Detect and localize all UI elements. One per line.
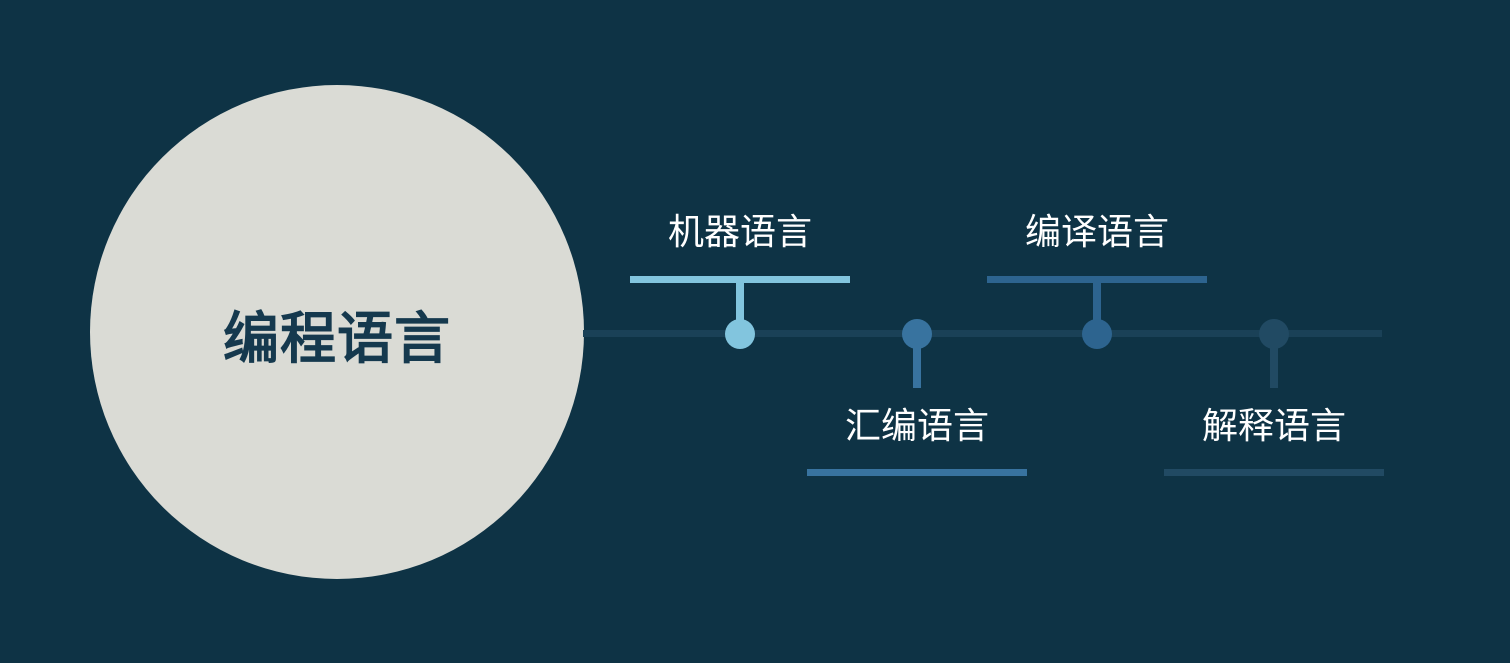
item-label: 解释语言 xyxy=(1201,405,1346,446)
timeline-line xyxy=(583,330,1382,337)
item-connector-stem xyxy=(913,334,921,388)
timeline-item-assembly-language: 汇编语言 xyxy=(807,210,1027,480)
item-label: 汇编语言 xyxy=(844,405,989,446)
timeline-item-compiled-language: 编译语言 xyxy=(987,210,1207,480)
item-label: 机器语言 xyxy=(667,211,812,252)
item-node-dot xyxy=(725,319,755,349)
hub-circle: 编程语言 xyxy=(90,85,584,579)
item-underline-bar xyxy=(987,276,1207,283)
item-underline-bar xyxy=(630,276,850,283)
item-underline-bar xyxy=(807,469,1027,476)
item-connector-stem xyxy=(1093,282,1101,334)
hub-title: 编程语言 xyxy=(223,306,451,370)
item-underline-bar xyxy=(1164,469,1384,476)
item-connector-stem xyxy=(1270,334,1278,388)
item-connector-stem xyxy=(736,282,744,334)
timeline-item-interpreted-language: 解释语言 xyxy=(1164,210,1384,480)
item-label: 编译语言 xyxy=(1024,211,1169,252)
timeline-item-machine-language: 机器语言 xyxy=(630,210,850,480)
item-node-dot xyxy=(1082,319,1112,349)
